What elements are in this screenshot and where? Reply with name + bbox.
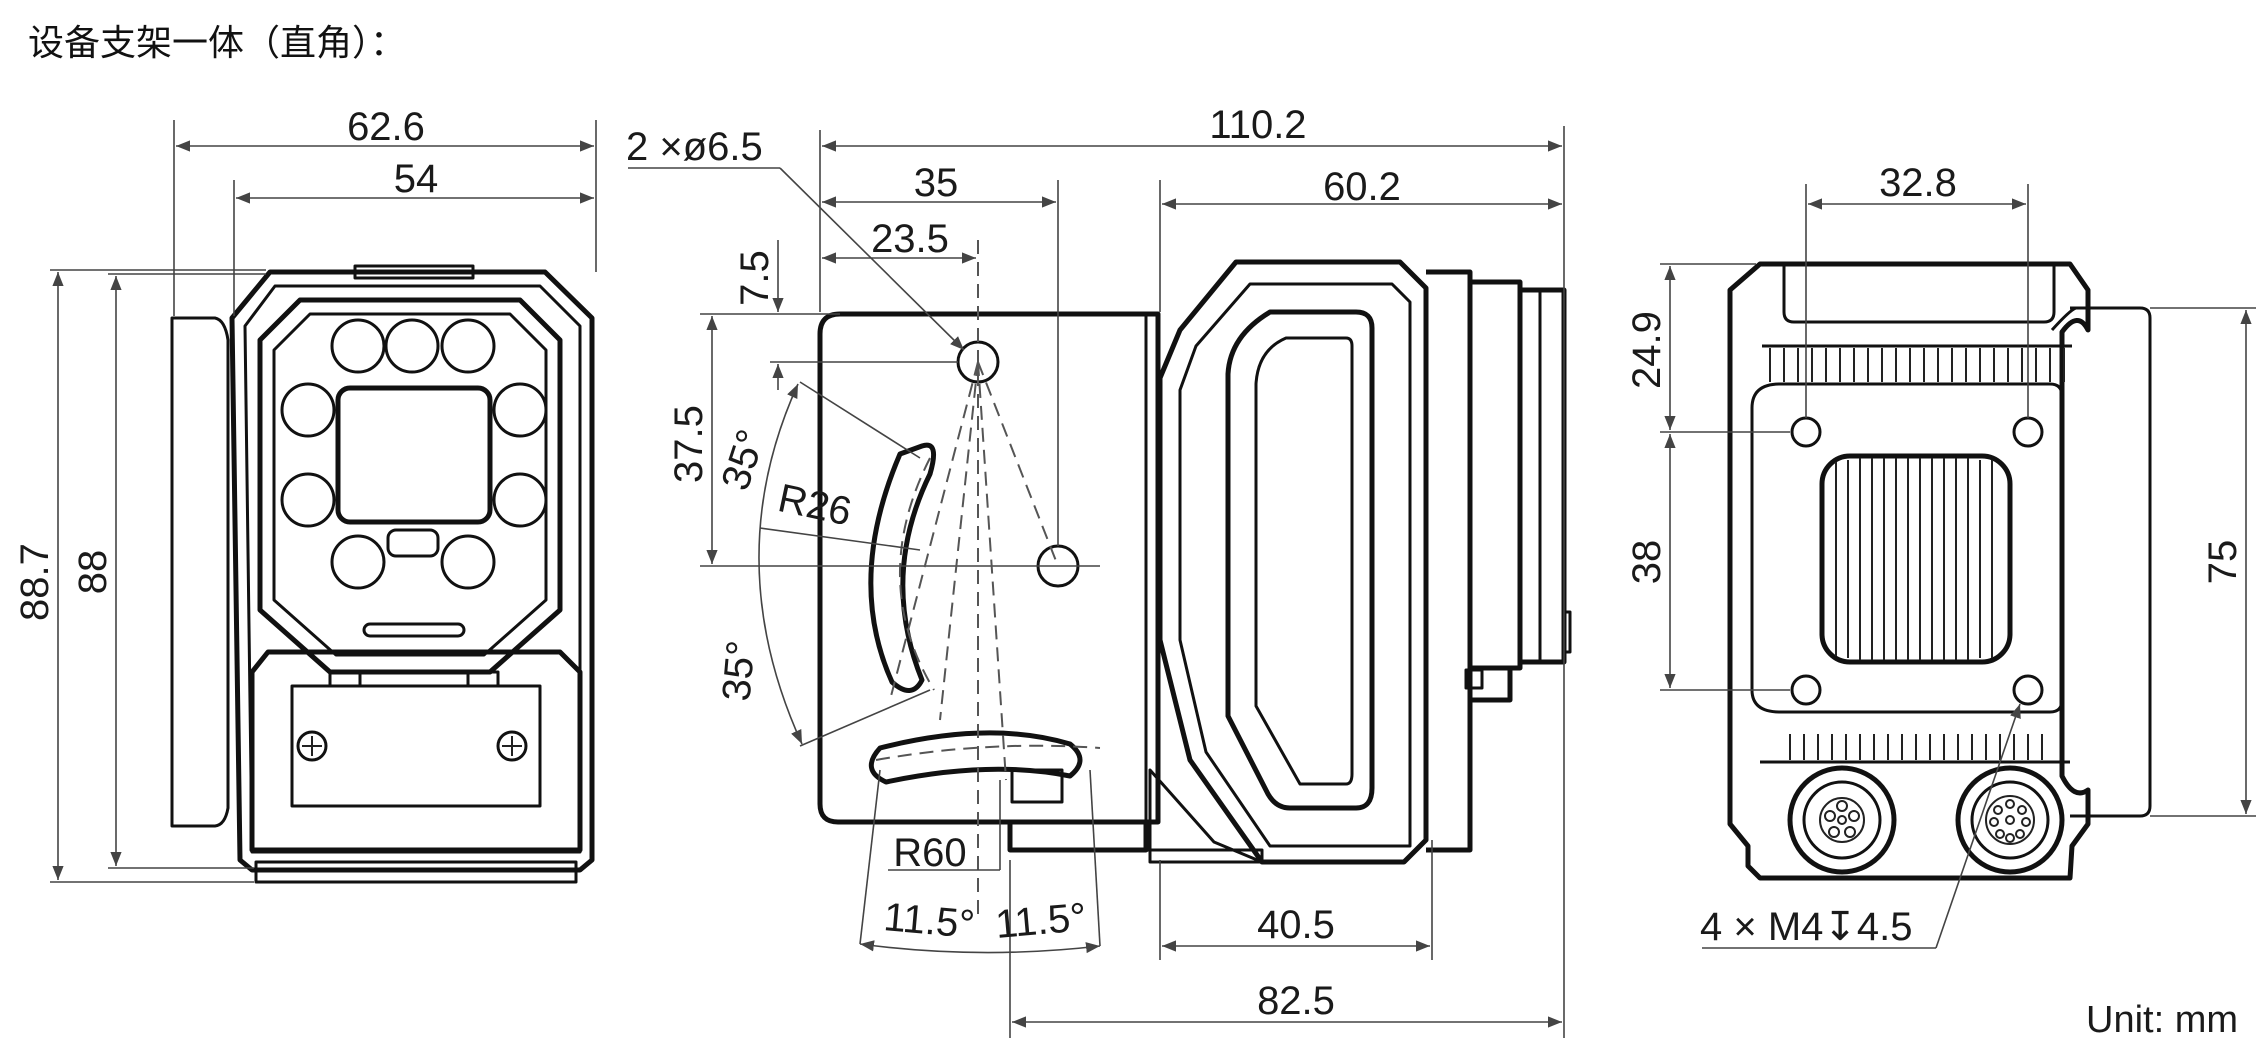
dim-length-40-5: 40.5 — [1257, 903, 1335, 947]
dim-vertical-7-5: 7.5 — [733, 250, 777, 306]
angle-upper: 35° — [713, 424, 774, 495]
radius-60: R60 — [893, 831, 966, 875]
thread-callout: 4 × M4↧4.5 — [1700, 905, 1913, 949]
drawing-title: 设备支架一体（直角）： — [28, 23, 407, 64]
dim-vertical-24-9: 24.9 — [1625, 311, 1669, 389]
angle-lower: 35° — [714, 639, 763, 703]
dim-vertical-38: 38 — [1625, 540, 1669, 585]
dim-vertical-37-5: 37.5 — [667, 405, 711, 483]
dim-length-82-5: 82.5 — [1257, 979, 1335, 1023]
dim-width-outer: 62.6 — [347, 105, 425, 149]
angle-left: 11.5° — [882, 895, 976, 947]
dim-height-inner: 88 — [71, 550, 115, 595]
dim-hole-offset-35: 35 — [914, 161, 959, 205]
side-view — [628, 126, 1572, 1038]
unit-label: Unit: mm — [2086, 999, 2238, 1041]
angle-right: 11.5° — [994, 895, 1088, 947]
dim-body-length: 60.2 — [1323, 165, 1401, 209]
radius-26: R26 — [774, 476, 855, 534]
hole-callout: 2 ×ø6.5 — [626, 125, 763, 169]
dim-hole-spacing: 32.8 — [1879, 161, 1957, 205]
dim-hole-offset-23-5: 23.5 — [871, 217, 949, 261]
dim-width-inner: 54 — [394, 157, 439, 201]
dim-height-outer: 88.7 — [13, 543, 57, 621]
front-view — [50, 120, 597, 884]
rear-view — [1660, 184, 2256, 949]
dim-overall-length: 110.2 — [1209, 103, 1306, 147]
dim-height-75: 75 — [2201, 540, 2245, 585]
